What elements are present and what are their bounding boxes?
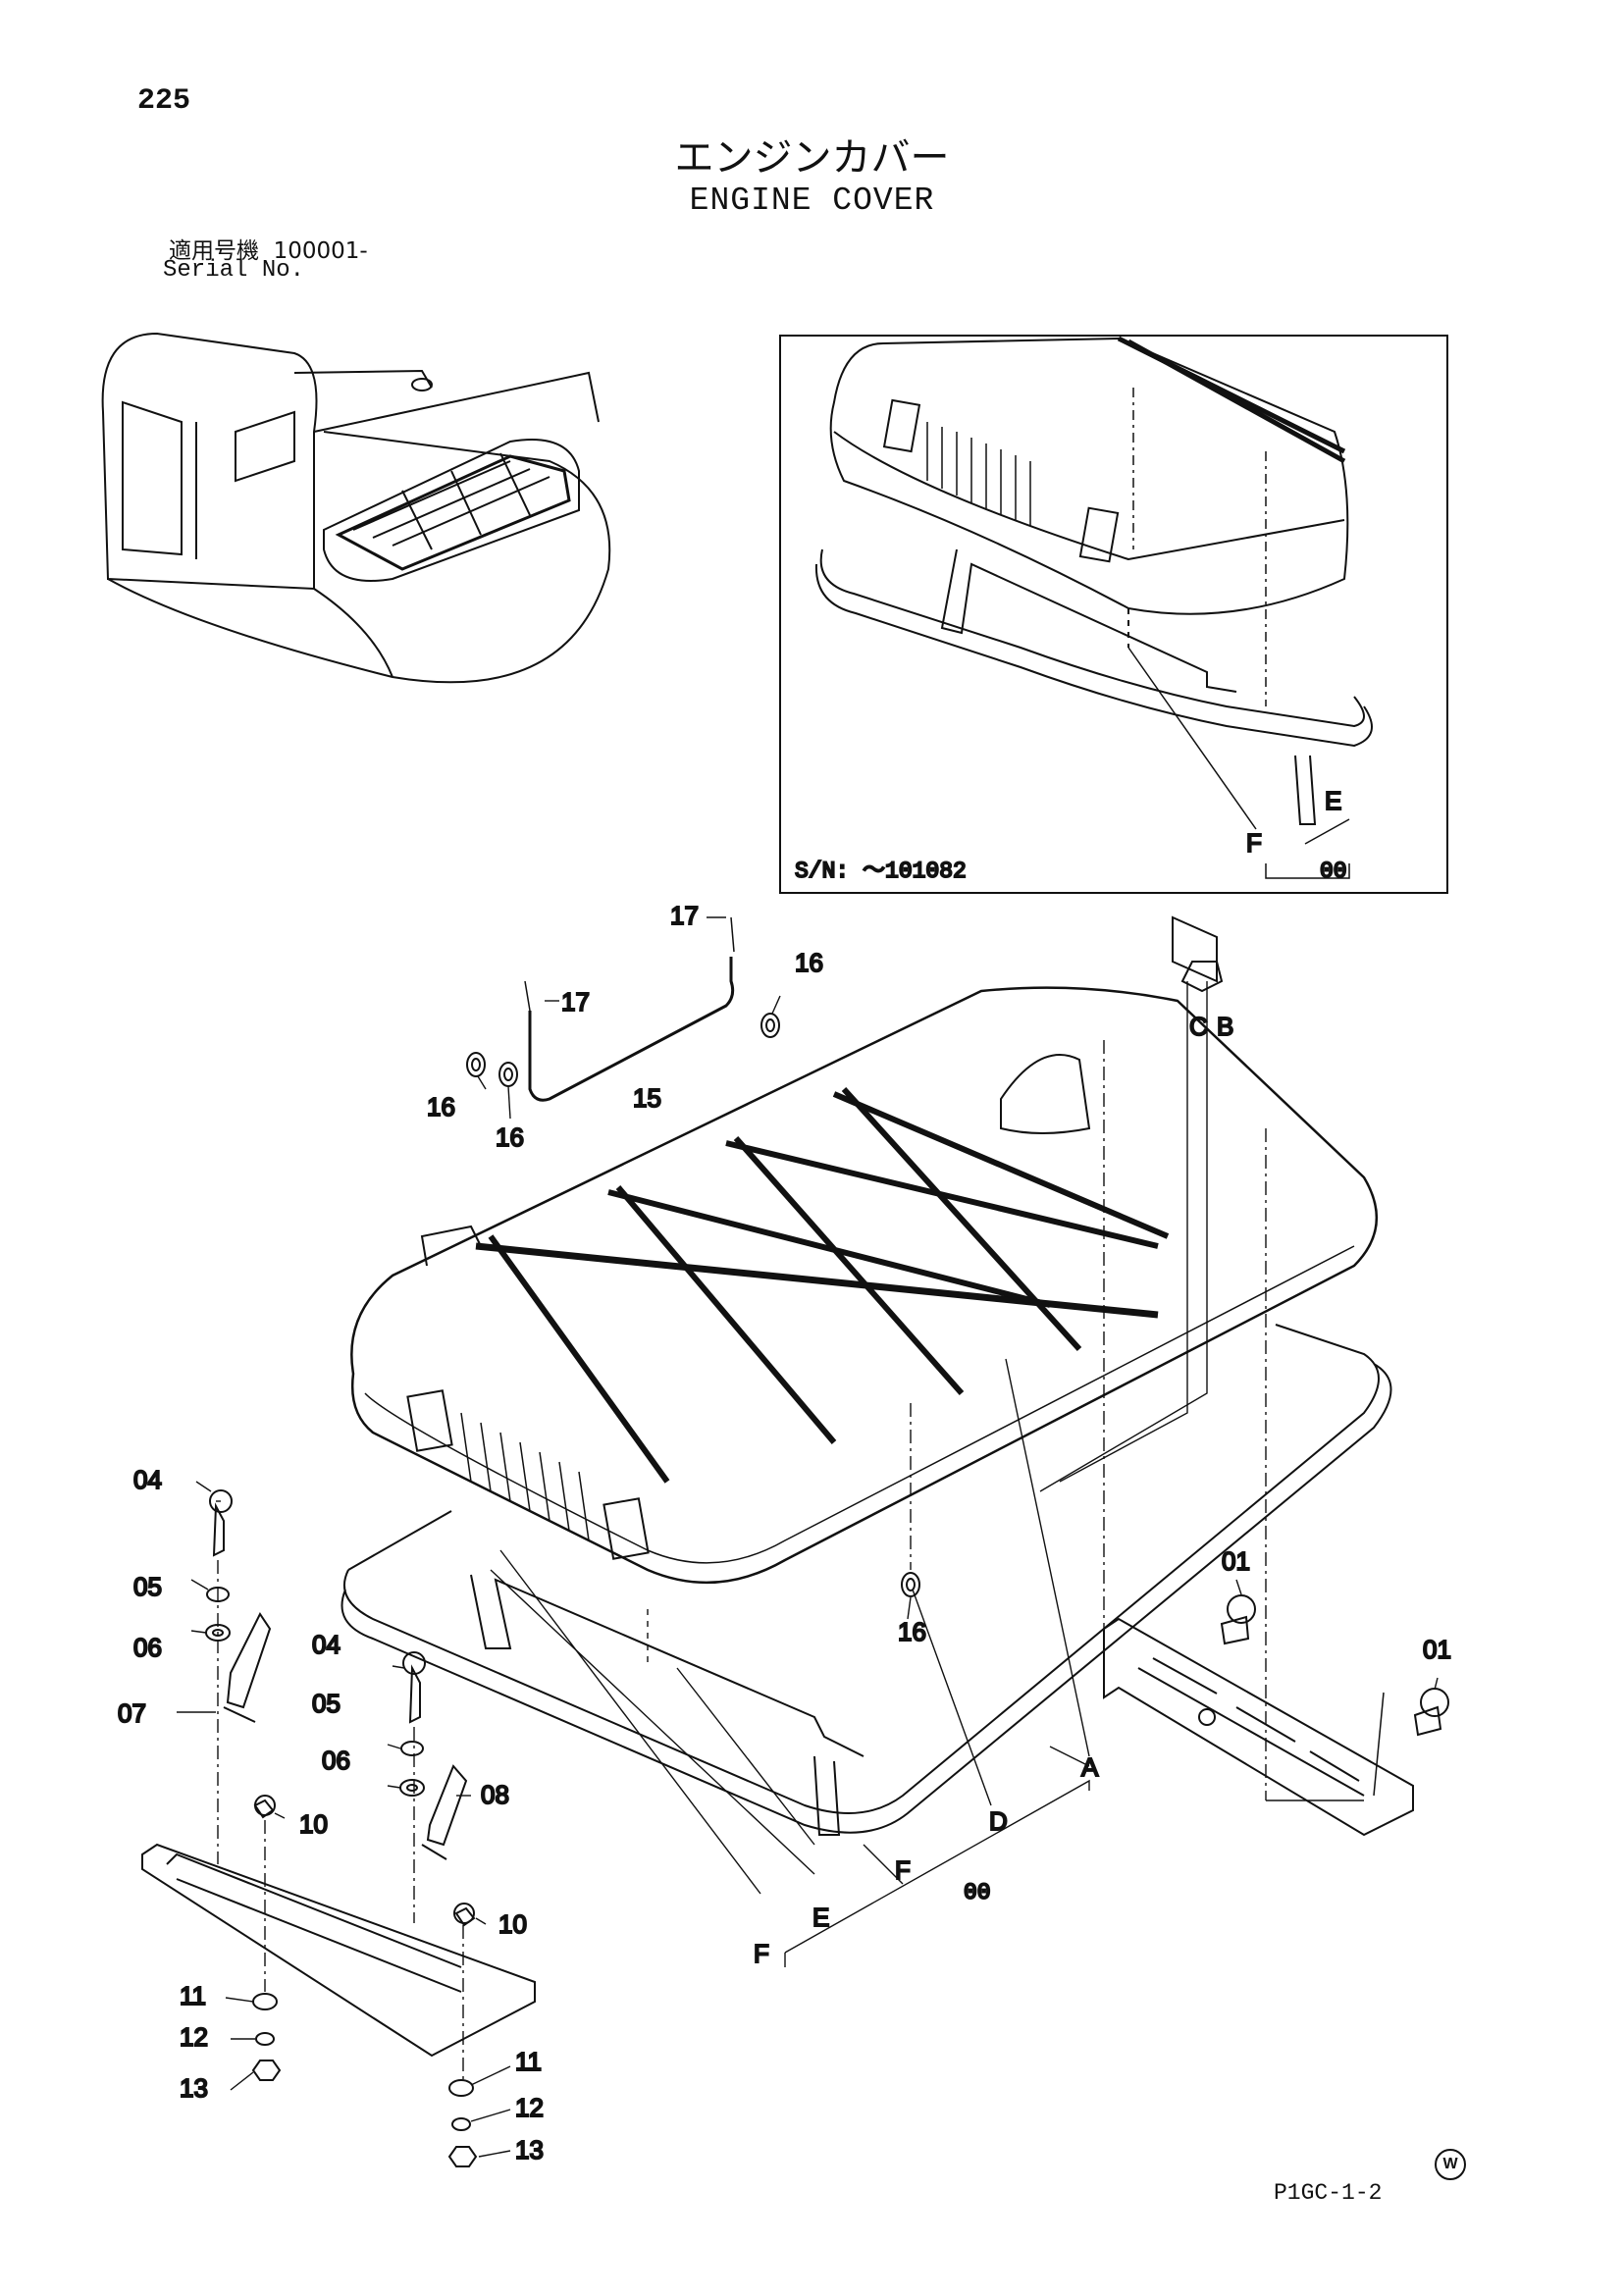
callout-16-mid: 16 xyxy=(496,1122,524,1152)
callout-d: D xyxy=(989,1806,1008,1836)
callout-06-mid: 06 xyxy=(322,1746,350,1775)
page-title-en: ENGINE COVER xyxy=(689,183,935,219)
serial-label-jp: 適用号機 100001- xyxy=(169,232,368,265)
callout-16-left: 16 xyxy=(427,1092,455,1121)
callout-f-left: F xyxy=(754,1939,769,1968)
callout-c: C xyxy=(1189,1012,1208,1041)
callout-08: 08 xyxy=(481,1780,509,1809)
drawing-code: P1GC-1-2 xyxy=(1274,2180,1383,2206)
excavator-overview xyxy=(101,332,611,684)
seal-frame xyxy=(341,1324,1392,1836)
callout-12-left: 12 xyxy=(180,2022,208,2052)
callout-a: A xyxy=(1081,1752,1099,1782)
callout-f-mid: F xyxy=(895,1855,911,1885)
callout-01-right: 01 xyxy=(1423,1635,1451,1664)
inset-callout-f: F xyxy=(1246,828,1262,858)
page-title-jp: エンジンカバー xyxy=(674,135,950,181)
callout-10-right: 10 xyxy=(498,1909,527,1939)
inset-detail: E F 00 S/N: ～101082 xyxy=(779,335,1448,894)
callout-17-left: 17 xyxy=(561,987,590,1017)
callout-e: E xyxy=(812,1903,829,1932)
callout-04-left: 04 xyxy=(133,1465,162,1494)
callout-05-mid: 05 xyxy=(312,1689,341,1718)
left-hardware xyxy=(141,1489,536,2167)
callout-15: 15 xyxy=(633,1083,661,1113)
right-bracket xyxy=(1103,915,1449,1837)
callout-11-right: 11 xyxy=(515,2047,542,2076)
callout-12-right: 12 xyxy=(515,2093,544,2122)
inset-callout-e: E xyxy=(1325,786,1341,815)
callout-10-left: 10 xyxy=(299,1809,328,1839)
main-engine-cover xyxy=(350,986,1379,1585)
callout-17-top: 17 xyxy=(670,901,699,930)
callout-13-right: 13 xyxy=(515,2135,544,2165)
callout-00: 00 xyxy=(964,1880,991,1905)
leader-lines xyxy=(177,916,1439,2158)
callout-13-left: 13 xyxy=(180,2073,208,2103)
callout-01-mid: 01 xyxy=(1222,1546,1250,1576)
stay-rod xyxy=(466,916,920,1597)
callout-07: 07 xyxy=(118,1698,146,1728)
callout-16-top: 16 xyxy=(795,948,823,977)
callout-06-left: 06 xyxy=(133,1633,162,1662)
callout-05-left: 05 xyxy=(133,1572,162,1601)
w-mark-icon: W xyxy=(1435,2149,1466,2180)
serial-label-jp-text: 適用号機 xyxy=(169,238,259,264)
callout-11-left: 11 xyxy=(180,1981,206,2010)
callout-16-bottom: 16 xyxy=(898,1617,926,1646)
inset-callout-00: 00 xyxy=(1320,859,1347,884)
inset-serial: S/N: ～101082 xyxy=(795,859,967,884)
callout-b: B xyxy=(1217,1012,1233,1041)
page-number: 225 xyxy=(137,84,191,118)
serial-range: 100001- xyxy=(273,238,368,264)
serial-label-en: Serial No. xyxy=(163,257,305,284)
callout-04-mid: 04 xyxy=(312,1630,341,1659)
